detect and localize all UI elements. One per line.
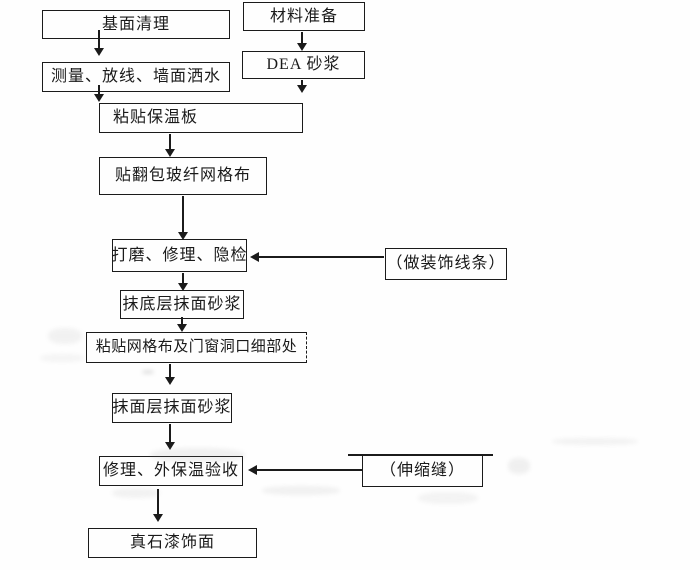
arrow-stem: [98, 85, 100, 95]
scan-artifact: [142, 370, 154, 374]
arrow-down-icon: [165, 442, 175, 450]
flow-node-zhuangshi: （做装饰线条）: [385, 248, 507, 280]
flow-node-cailiao: 材料准备: [243, 2, 365, 31]
flow-node-zhenshiqi: 真石漆饰面: [88, 528, 257, 558]
flow-node-label: 贴翻包玻纤网格布: [114, 167, 251, 185]
scan-artifact: [150, 448, 245, 462]
flow-node-label: 粘贴网格布及门窗洞口细部处: [95, 339, 298, 356]
arrow-stem: [169, 424, 171, 443]
flow-node-jimian: 基面清理: [42, 10, 230, 39]
flow-node-baowenban: 粘贴保温板: [99, 103, 303, 133]
arrow-stem: [169, 364, 171, 378]
scan-artifact: [418, 492, 478, 504]
arrow-stem: [157, 489, 159, 515]
arrow-stem: [169, 134, 171, 150]
arrow-down-icon: [178, 283, 188, 291]
arrow-stem: [301, 80, 303, 87]
arrow-down-icon: [165, 149, 175, 157]
arrow-stem: [98, 30, 100, 49]
arrow-down-icon: [94, 94, 104, 102]
flow-node-label: （伸缩缝）: [379, 462, 465, 480]
flow-node-label: 基面清理: [101, 15, 170, 33]
scan-artifact: [112, 488, 160, 498]
flow-node-fanbao: 贴翻包玻纤网格布: [99, 157, 267, 195]
flow-node-damo: 打磨、修理、隐检: [112, 239, 247, 272]
flow-node-celiang: 测量、放线、墙面洒水: [42, 62, 230, 92]
arrow-stem: [182, 273, 184, 284]
arrow-stem: [301, 32, 303, 44]
arrow-left-icon: [248, 465, 257, 475]
flow-node-momianceng: 抹面层抹面砂浆: [112, 393, 232, 423]
flow-node-label: 测量、放线、墙面洒水: [50, 68, 221, 86]
flow-node-modiceng: 抹底层抹面砂浆: [120, 290, 244, 319]
arrow-left-icon: [250, 252, 259, 262]
scan-artifact: [48, 328, 82, 344]
flow-node-dea: DEA 砂浆: [242, 51, 365, 79]
arrow-down-icon: [165, 377, 175, 385]
flow-node-label: 抹底层抹面砂浆: [122, 295, 242, 313]
flow-node-label: DEA 砂浆: [266, 56, 341, 74]
scan-artifact: [508, 458, 530, 474]
arrow-stem: [182, 196, 184, 233]
flow-node-label: （做装饰线条）: [386, 255, 506, 273]
arrow-down-icon: [297, 85, 307, 93]
scan-artifact: [262, 486, 340, 495]
shensuofeng-top-rule: [348, 454, 493, 456]
flow-node-xiuli: 修理、外保温验收: [99, 456, 243, 486]
arrow-down-icon: [178, 232, 188, 240]
arrow-stem: [257, 469, 362, 471]
scan-artifact: [552, 438, 638, 445]
flow-node-wanggebu: 粘贴网格布及门窗洞口细部处: [86, 332, 307, 363]
arrow-down-icon: [177, 324, 187, 332]
arrow-down-icon: [94, 48, 104, 56]
arrow-down-icon: [297, 43, 307, 51]
flow-node-label: 真石漆饰面: [129, 534, 215, 552]
flow-node-label: 修理、外保温验收: [102, 462, 239, 480]
scan-artifact: [40, 354, 84, 362]
flow-node-shensuofeng: （伸缩缝）: [362, 455, 483, 487]
arrow-stem: [258, 256, 384, 258]
arrow-down-icon: [153, 514, 163, 522]
flow-node-label: 粘贴保温板: [113, 109, 199, 127]
flow-node-label: 打磨、修理、隐检: [111, 246, 248, 264]
arrow-stem: [181, 317, 183, 325]
flow-node-label: 抹面层抹面砂浆: [112, 399, 232, 417]
flow-node-label: 材料准备: [269, 7, 338, 25]
